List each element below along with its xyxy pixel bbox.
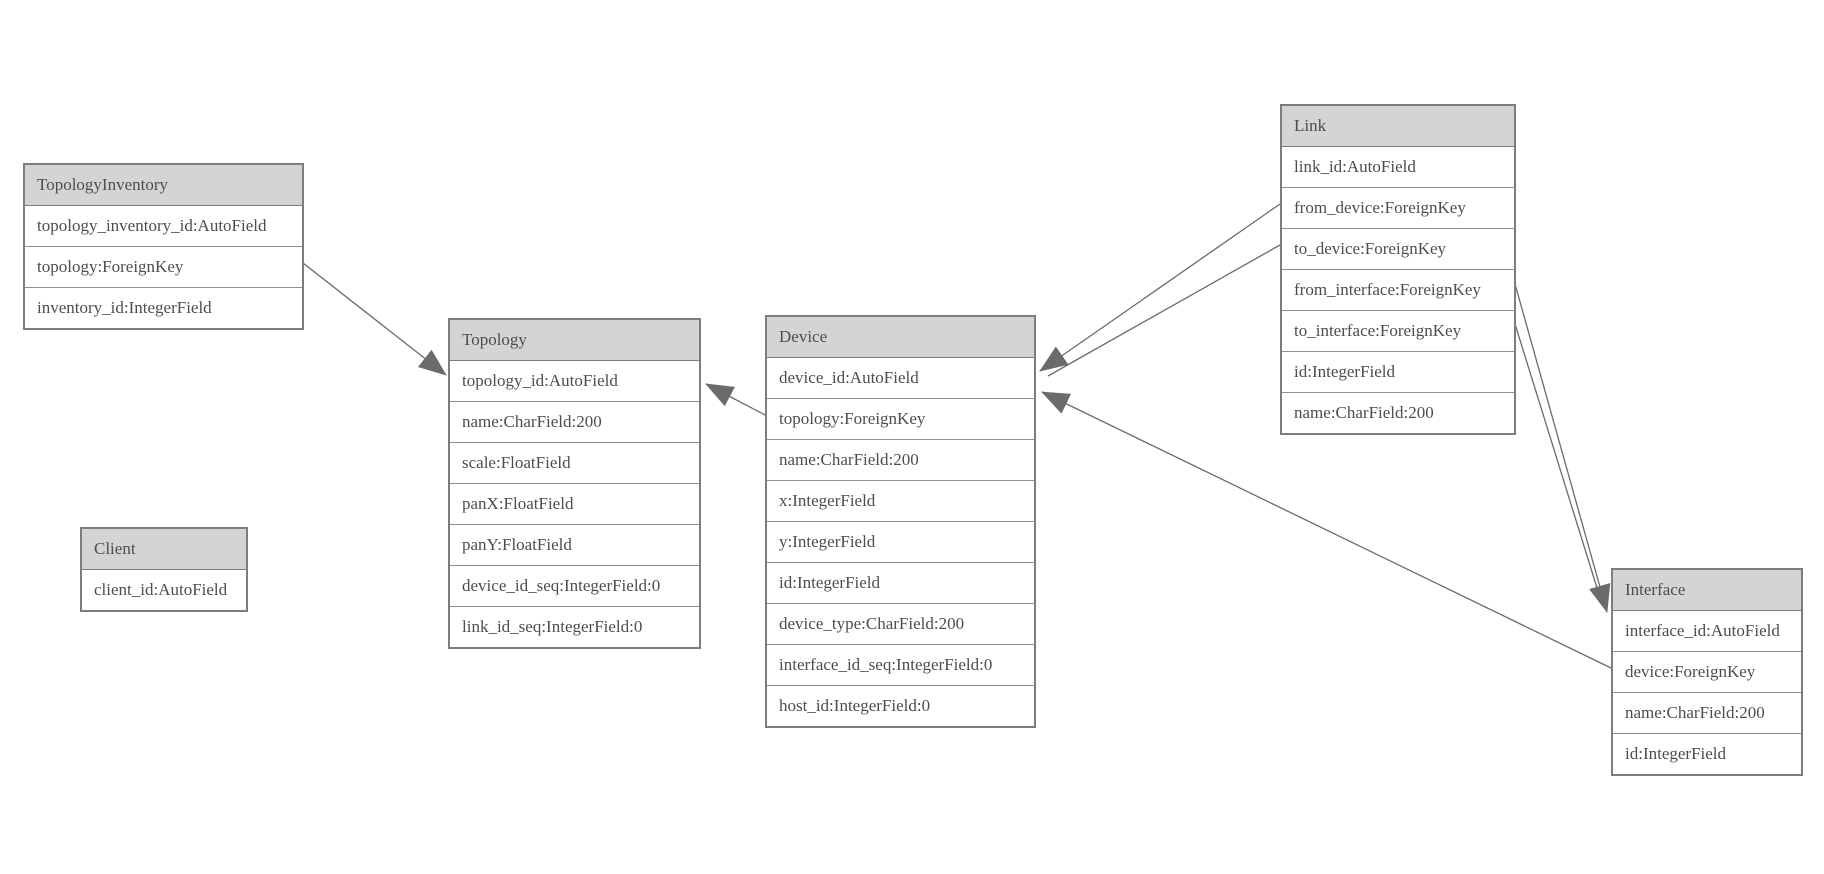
- field-row: id:IntegerField: [1282, 352, 1514, 393]
- field-row: host_id:IntegerField:0: [767, 686, 1034, 726]
- edge-link-fromdevice-device: [1039, 203, 1281, 372]
- field-row: inventory_id:IntegerField: [25, 288, 302, 328]
- field-row: id:IntegerField: [1613, 734, 1801, 774]
- field-row: client_id:AutoField: [82, 570, 246, 610]
- field-row: topology_id:AutoField: [450, 361, 699, 402]
- field-row: device_id:AutoField: [767, 358, 1034, 399]
- field-row: id:IntegerField: [767, 563, 1034, 604]
- field-row: to_device:ForeignKey: [1282, 229, 1514, 270]
- entity-title-client: Client: [82, 529, 246, 570]
- field-row: name:CharField:200: [1282, 393, 1514, 433]
- field-row: interface_id_seq:IntegerField:0: [767, 645, 1034, 686]
- field-row: topology:ForeignKey: [767, 399, 1034, 440]
- entity-title-link: Link: [1282, 106, 1514, 147]
- field-row: y:IntegerField: [767, 522, 1034, 563]
- entity-title-interface: Interface: [1613, 570, 1801, 611]
- field-row: panX:FloatField: [450, 484, 699, 525]
- field-row: device_type:CharField:200: [767, 604, 1034, 645]
- field-row: x:IntegerField: [767, 481, 1034, 522]
- edge-topologyinventory-topology: [302, 262, 447, 376]
- field-row: name:CharField:200: [450, 402, 699, 443]
- field-row: device:ForeignKey: [1613, 652, 1801, 693]
- field-row: name:CharField:200: [1613, 693, 1801, 734]
- field-row: panY:FloatField: [450, 525, 699, 566]
- entity-title-device: Device: [767, 317, 1034, 358]
- entity-client: Client client_id:AutoField: [80, 527, 248, 612]
- field-row: scale:FloatField: [450, 443, 699, 484]
- entity-topology-inventory: TopologyInventory topology_inventory_id:…: [23, 163, 304, 330]
- field-row: device_id_seq:IntegerField:0: [450, 566, 699, 607]
- field-row: link_id:AutoField: [1282, 147, 1514, 188]
- field-row: link_id_seq:IntegerField:0: [450, 607, 699, 647]
- field-row: interface_id:AutoField: [1613, 611, 1801, 652]
- entity-title-topology: Topology: [450, 320, 699, 361]
- field-row: from_interface:ForeignKey: [1282, 270, 1514, 311]
- edge-link-frominterface-interface: [1514, 283, 1611, 613]
- edge-link-todevice-device: [1047, 244, 1281, 377]
- edge-device-topology: [705, 383, 766, 416]
- field-row: name:CharField:200: [767, 440, 1034, 481]
- edge-interface-device: [1041, 391, 1612, 669]
- field-row: topology:ForeignKey: [25, 247, 302, 288]
- field-row: topology_inventory_id:AutoField: [25, 206, 302, 247]
- field-row: to_interface:ForeignKey: [1282, 311, 1514, 352]
- entity-title-topology-inventory: TopologyInventory: [25, 165, 302, 206]
- field-row: from_device:ForeignKey: [1282, 188, 1514, 229]
- edge-link-tointerface-interface: [1514, 323, 1603, 605]
